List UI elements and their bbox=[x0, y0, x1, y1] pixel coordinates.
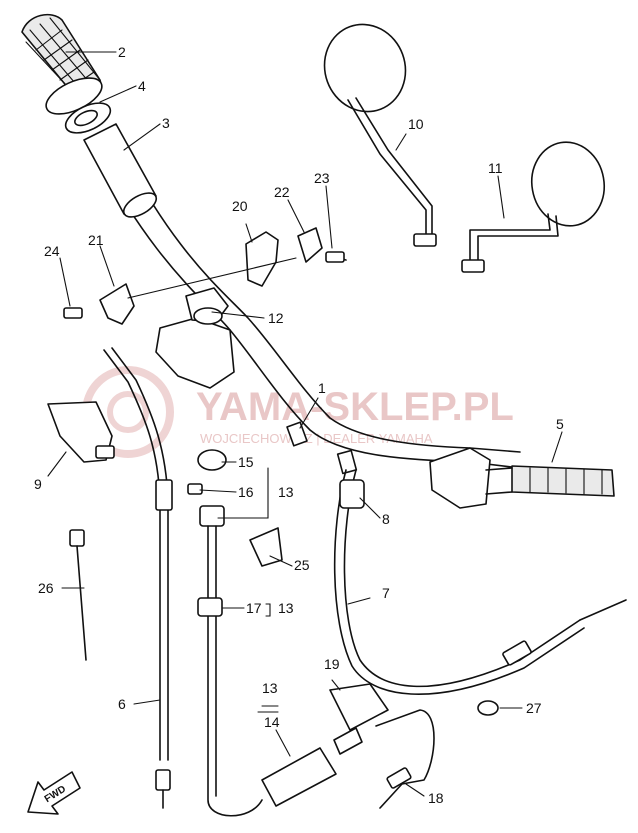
callout-6: 6 bbox=[118, 696, 126, 712]
callout-13-b: 13 bbox=[278, 600, 294, 616]
clip-part bbox=[477, 700, 499, 716]
callout-16: 16 bbox=[238, 484, 254, 500]
callout-brackets bbox=[257, 603, 279, 713]
callout-23: 23 bbox=[314, 170, 330, 186]
callout-14: 14 bbox=[264, 714, 280, 730]
callout-22: 22 bbox=[274, 184, 290, 200]
handlebar-part bbox=[89, 129, 521, 475]
callout-27: 27 bbox=[526, 700, 542, 716]
cable-tie-part bbox=[69, 529, 87, 661]
callout-10: 10 bbox=[408, 116, 424, 132]
watermark-brand: YAMA-SKLEP.PL bbox=[196, 385, 514, 429]
switch-housing-part bbox=[155, 287, 235, 389]
watermark: YAMA-SKLEP.PL WOJCIECHOWICZ | DEALER YAM… bbox=[82, 366, 514, 458]
speedometer-cable-part bbox=[187, 449, 363, 817]
callout-5: 5 bbox=[556, 416, 564, 432]
callout-1: 1 bbox=[318, 380, 326, 396]
lead-wire-part bbox=[375, 709, 435, 809]
holder-part bbox=[329, 683, 389, 731]
cable-guide-part bbox=[249, 527, 283, 567]
callout-21: 21 bbox=[88, 232, 104, 248]
watermark-logo-inner bbox=[107, 391, 149, 433]
callout-25: 25 bbox=[294, 557, 310, 573]
watermark-dealer: WOJCIECHOWICZ | DEALER YAMAHA bbox=[200, 431, 433, 446]
callout-19: 19 bbox=[324, 656, 340, 672]
callout-9: 9 bbox=[34, 476, 42, 492]
callout-17: 17 bbox=[246, 600, 262, 616]
clutch-lever-part bbox=[47, 401, 115, 463]
callout-20: 20 bbox=[232, 198, 248, 214]
callout-12: 12 bbox=[268, 310, 284, 326]
mirror-right-part bbox=[461, 141, 605, 273]
callout-2: 2 bbox=[118, 44, 126, 60]
throttle-cable-part bbox=[333, 469, 627, 695]
callout-15: 15 bbox=[238, 454, 254, 470]
callout-13-a: 13 bbox=[278, 484, 294, 500]
callout-11: 11 bbox=[488, 160, 503, 176]
callout-26: 26 bbox=[38, 580, 54, 596]
callout-7: 7 bbox=[382, 585, 390, 601]
callout-18: 18 bbox=[428, 790, 444, 806]
right-grip-part bbox=[429, 447, 615, 509]
callout-4: 4 bbox=[138, 78, 146, 94]
collar-part bbox=[45, 77, 112, 134]
callout-labels: 2 4 3 20 22 23 24 21 12 10 11 1 5 8 9 15… bbox=[34, 44, 564, 806]
mirror-left-part bbox=[323, 23, 437, 247]
throttle-tube-part bbox=[83, 123, 158, 218]
leader-lines bbox=[47, 51, 563, 797]
callout-3: 3 bbox=[162, 115, 170, 131]
callout-13-c: 13 bbox=[262, 680, 278, 696]
callout-8: 8 bbox=[382, 511, 390, 527]
fwd-arrow-icon: FWD bbox=[27, 771, 81, 815]
clutch-cable-part bbox=[103, 347, 173, 809]
clamp-parts bbox=[63, 227, 347, 325]
callout-24: 24 bbox=[44, 243, 60, 259]
